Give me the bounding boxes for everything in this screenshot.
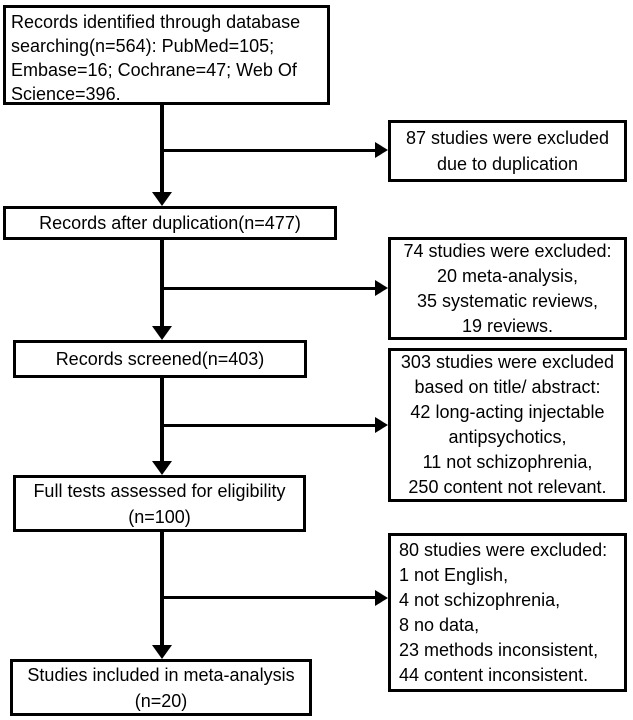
text-line: 80 studies were excluded: (399, 539, 608, 560)
text-line: Embase=16; Cochrane=47; Web Of (11, 60, 297, 80)
text-line: (n=20) (134, 690, 188, 711)
box-studies-included: Studies included in meta-analysis (n=20) (10, 659, 312, 716)
text-line: 303 studies were excluded (400, 352, 615, 372)
box-records-identified: Records identified through database sear… (3, 5, 330, 105)
arrowhead-right-icon (375, 280, 388, 296)
text-line: 8 no data, (399, 614, 480, 635)
text-line: Records after duplication(n=477) (39, 212, 301, 233)
arrowhead-right-icon (375, 142, 388, 158)
flow-line-down-2 (160, 240, 164, 327)
box-records-after-duplication: Records after duplication(n=477) (3, 206, 337, 240)
arrowhead-right-icon (375, 417, 388, 433)
arrowhead-down-icon (152, 645, 172, 659)
box-excluded-reviews: 74 studies were excluded: 20 meta-analys… (388, 237, 627, 340)
flow-line-right-4 (162, 596, 376, 599)
text-line: based on title/ abstract: (414, 377, 601, 397)
text-line: 20 meta-analysis, (436, 265, 579, 286)
box-excluded-full-text: 80 studies were excluded: 1 not English,… (388, 533, 627, 692)
text-line: 250 content not relevant. (408, 477, 607, 497)
box-excluded-title-abstract: 303 studies were excluded based on title… (388, 348, 627, 502)
text-line: due to duplication (436, 154, 579, 174)
text-line: Records screened(n=403) (55, 348, 265, 369)
text-line: 23 methods inconsistent, (399, 639, 599, 660)
text-line: 74 studies were excluded: (403, 240, 612, 261)
text-line: (n=100) (128, 506, 191, 527)
box-records-screened: Records screened(n=403) (13, 340, 307, 378)
text-line: Records identified through database (11, 12, 301, 32)
arrowhead-down-icon (152, 461, 172, 475)
flow-line-right-1 (162, 149, 376, 152)
text-line: 87 studies were excluded (405, 128, 610, 148)
flow-line-down-4 (160, 532, 164, 646)
text-line: Science=396. (11, 84, 121, 104)
arrowhead-down-icon (152, 192, 172, 206)
flow-line-right-3 (162, 424, 376, 427)
text-line: 11 not schizophrenia, (422, 452, 593, 472)
text-line: 1 not English, (399, 564, 509, 585)
arrowhead-right-icon (375, 590, 388, 606)
text-line: 19 reviews. (461, 315, 554, 336)
arrowhead-down-icon (152, 326, 172, 340)
text-line: Studies included in meta-analysis (27, 664, 295, 685)
text-line: 4 not schizophrenia, (399, 589, 561, 610)
text-line: searching(n=564): PubMed=105; (11, 36, 275, 56)
text-line: antipsychotics, (448, 427, 567, 447)
text-line: 35 systematic reviews, (416, 290, 599, 311)
text-line: 44 content inconsistent. (399, 664, 589, 685)
flow-line-right-2 (162, 287, 376, 290)
text-line: 42 long-acting injectable (410, 402, 605, 422)
box-excluded-duplication: 87 studies were excluded due to duplicat… (388, 120, 627, 182)
flow-line-down-3 (160, 378, 164, 462)
box-full-tests-assessed: Full tests assessed for eligibility (n=1… (13, 475, 306, 532)
text-line: Full tests assessed for eligibility (33, 480, 286, 501)
